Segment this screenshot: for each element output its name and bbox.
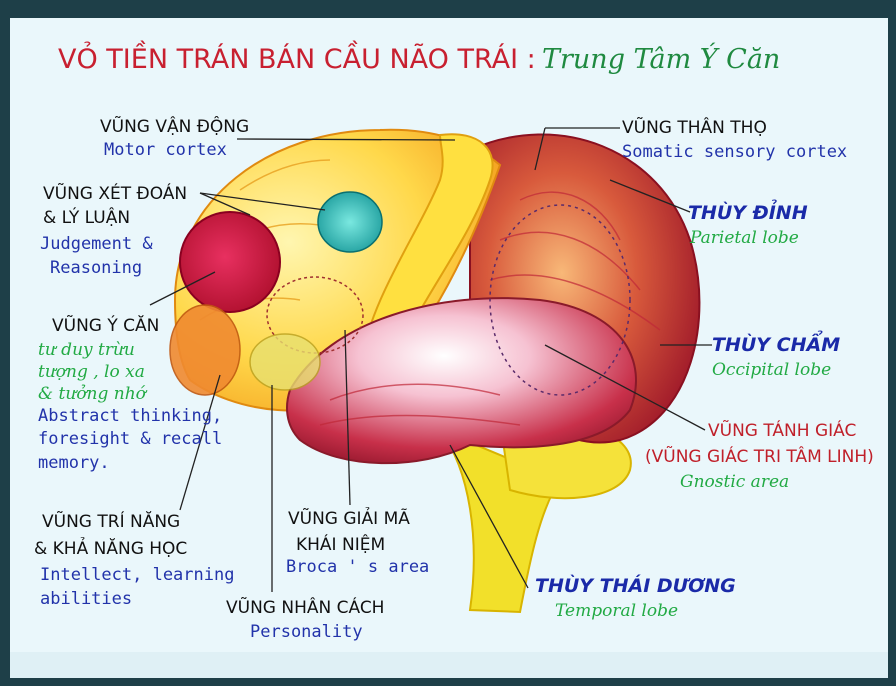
title-sub: Trung Tâm Ý Căn	[542, 44, 780, 75]
intellect-vi-2: & KHẢ NĂNG HỌC	[34, 541, 187, 558]
gnostic-vi-1: VŨNG TÁNH GIÁC	[708, 423, 856, 440]
y-can-en-3: memory.	[38, 455, 110, 472]
y-can-en-2: foresight & recall	[38, 431, 222, 448]
occipital-en: Occipital lobe	[712, 362, 831, 379]
motor-cortex-vi: VŨNG VẬN ĐỘNG	[100, 119, 249, 136]
broca-vi-2: KHÁI NIỆM	[296, 537, 385, 554]
y-can-desc-2: tượng , lo xa	[38, 364, 145, 381]
title-main: VỎ TIỀN TRÁN BÁN CẦU NÃO TRÁI :	[58, 44, 536, 75]
intellect-vi-1: VŨNG TRÍ NĂNG	[42, 514, 180, 531]
parietal-vi: THÙY ĐỈNH	[688, 204, 808, 223]
intellect-region	[170, 305, 240, 395]
y-can-vi: VŨNG Ý CĂN	[52, 318, 159, 335]
broca-vi-1: VŨNG GIẢI MÃ	[288, 511, 410, 528]
judgement-vi-1: VŨNG XÉT ĐOÁN	[43, 186, 187, 203]
judgement-region	[180, 212, 280, 312]
personality-en: Personality	[250, 624, 363, 641]
motor-cortex-en: Motor cortex	[104, 142, 227, 159]
y-can-desc-1: tư duy trừu	[38, 342, 135, 359]
teal-region	[318, 192, 382, 252]
intellect-en-1: Intellect, learning	[40, 567, 234, 584]
gnostic-vi-2: (VŨNG GIÁC TRI TÂM LINH)	[645, 449, 874, 466]
judgement-en-2: Reasoning	[50, 260, 142, 277]
y-can-desc-3: & tưởng nhớ	[38, 386, 146, 403]
parietal-en: Parietal lobe	[690, 230, 799, 247]
temporal-vi: THÙY THÁI DƯƠNG	[535, 577, 736, 596]
y-can-en-1: Abstract thinking,	[38, 408, 222, 425]
intellect-en-2: abilities	[40, 591, 132, 608]
temporal-en: Temporal lobe	[555, 603, 678, 620]
judgement-vi-2: & LÝ LUẬN	[43, 210, 130, 227]
judgement-en-1: Judgement &	[40, 236, 153, 253]
personality-vi: VŨNG NHÂN CÁCH	[226, 600, 384, 617]
occipital-vi: THÙY CHẨM	[712, 336, 840, 355]
gnostic-en: Gnostic area	[680, 474, 789, 491]
personality-region	[250, 334, 320, 390]
somatic-vi: VŨNG THÂN THỌ	[622, 120, 767, 137]
somatic-en: Somatic sensory cortex	[622, 144, 847, 161]
broca-en: Broca ' s area	[286, 559, 429, 576]
